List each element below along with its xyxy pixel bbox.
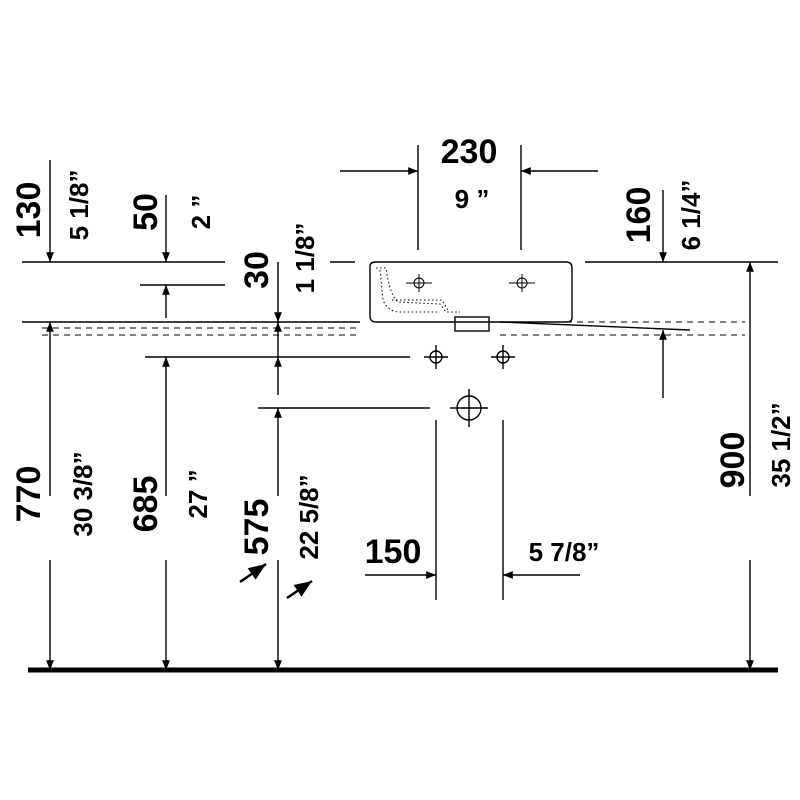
drain-connection <box>450 389 488 427</box>
reference-lines <box>22 261 778 409</box>
extension-lines <box>417 145 522 600</box>
top-offset-mid-inch: 2 ” <box>186 195 216 230</box>
rim-thickness-inch: 1 1/8” <box>290 223 320 294</box>
height-770-inch: 30 3/8” <box>68 451 98 536</box>
top-offset-mid-mm: 50 <box>127 193 165 231</box>
top-offset-left-mm: 130 <box>10 182 48 239</box>
leader-arrows <box>239 562 313 600</box>
height-575-mm: 575 <box>238 499 276 556</box>
height-575-inch: 22 5/8” <box>294 474 324 559</box>
depth-right-mm: 160 <box>620 187 658 244</box>
depth-right-inch: 6 1/4” <box>676 180 706 251</box>
drain-half-width-mm: 150 <box>365 533 422 571</box>
height-770-mm: 770 <box>10 466 48 523</box>
rim-thickness-mm: 30 <box>238 251 276 289</box>
tap-hole-left <box>406 274 432 292</box>
height-900-inch: 35 1/2” <box>766 402 796 487</box>
height-900-mm: 900 <box>714 432 752 489</box>
basin-outline <box>369 261 573 332</box>
height-685-mm: 685 <box>127 476 165 533</box>
height-685-inch: 27 ” <box>183 469 213 518</box>
supply-connection-right <box>491 345 515 369</box>
tap-hole-right <box>509 274 535 292</box>
basin-width-inch: 9 ” <box>455 184 490 214</box>
top-offset-left-inch: 5 1/8” <box>64 170 94 241</box>
drain-half-width-inch: 5 7/8” <box>529 537 600 567</box>
dimension-arrows <box>46 160 754 670</box>
supply-connection-left <box>424 345 448 369</box>
basin-width-mm: 230 <box>441 133 498 171</box>
